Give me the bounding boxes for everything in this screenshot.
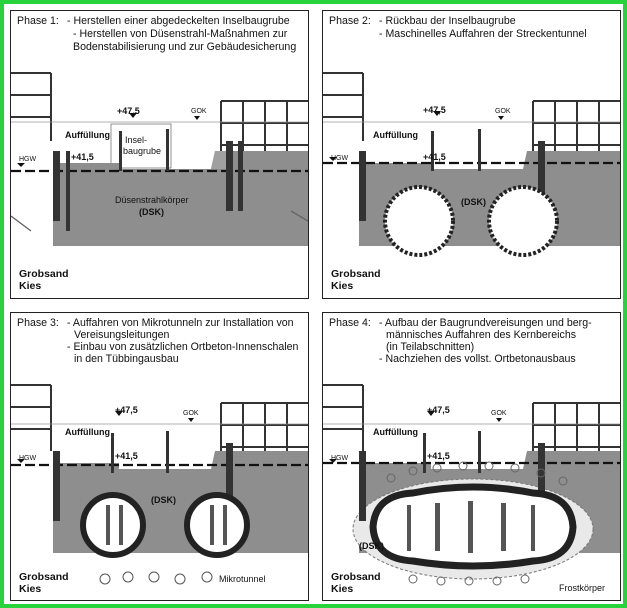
phase-text-line: Bodenstabilisierung und zur Gebäudesiche… (73, 41, 297, 53)
phase-text-line: - Herstellen einer abgedeckelten Inselba… (67, 15, 290, 27)
dsk-label: (DSK) (139, 207, 164, 217)
level-top-label: +47,5 (427, 405, 450, 415)
dsk-label: Düsenstrahlkörper (115, 195, 189, 205)
phase-text-line: - Auffahren von Mikrotunneln zur Install… (67, 317, 294, 329)
dsk-label: (DSK) (461, 197, 486, 207)
level-mid-label: +41,5 (115, 451, 138, 461)
phase-text-line: Vereisungsleitungen (74, 329, 170, 341)
phase-1-drawing (11, 72, 308, 246)
hgw-label: HGW (331, 455, 349, 462)
dsk-label: (DSK) (359, 541, 384, 551)
gok-label: GOK (183, 410, 199, 417)
phase-text-line: - Herstellen von Düsenstrahl-Maßnahmen z… (73, 28, 288, 40)
hgw-label: HGW (19, 156, 37, 163)
gok-label: GOK (495, 108, 511, 115)
fill-label: Auffüllung (65, 130, 110, 140)
phase-3-drawing (11, 384, 308, 585)
frost-body-label: Frostkörper (559, 583, 606, 593)
dsk-label: (DSK) (151, 495, 176, 505)
fill-label: Auffüllung (373, 427, 418, 437)
phase-text-line: - Einbau von zusätzlichen Ortbeton-Innen… (67, 341, 299, 353)
phase-label: Phase 3: (17, 317, 59, 329)
level-top-label: +47,5 (117, 106, 140, 116)
microtunnel-label: Mikrotunnel (219, 574, 266, 584)
fill-label: Auffüllung (373, 130, 418, 140)
phase-4-drawing (323, 384, 620, 586)
phase-text-line: - Nachziehen des vollst. Ortbetonausbaus (379, 353, 576, 365)
fill-label: Auffüllung (65, 427, 110, 437)
phase-label: Phase 1: (17, 15, 59, 27)
pit-label: baugrube (123, 146, 162, 156)
level-top-label: +47,5 (115, 405, 138, 415)
gok-label: GOK (491, 410, 507, 417)
phase-text-line: (in Teilabschnitten) (386, 341, 475, 353)
level-mid-label: +41,5 (427, 451, 450, 461)
level-top-label: +47,5 (423, 105, 446, 115)
hgw-label: HGW (19, 455, 37, 462)
panel-phase-3: Phase 3: - Auffahren von Mikrotunneln zu… (10, 312, 309, 601)
phase-text-line: - Aufbau der Baugrundvereisungen und ber… (379, 317, 592, 329)
level-mid-label: +41,5 (71, 152, 94, 162)
phase-text-line: - Rückbau der Inselbaugrube (379, 15, 516, 27)
panel-phase-4: Phase 4: - Aufbau der Baugrundvereisunge… (322, 312, 621, 601)
phase-2-drawing (323, 72, 620, 257)
phase-text-line: in den Tübbingausbau (74, 353, 179, 365)
level-mid-label: +41,5 (423, 152, 446, 162)
phase-label: Phase 4: (329, 317, 371, 329)
phase-label: Phase 2: (329, 15, 371, 27)
phase-text-line: - Maschinelles Auffahren der Streckentun… (379, 28, 587, 40)
gok-label: GOK (191, 108, 207, 115)
pit-label: Insel- (125, 135, 148, 145)
panel-phase-1: Phase 1: - Herstellen einer abgedeckelte… (10, 10, 309, 299)
panel-phase-2: Phase 2: - Rückbau der Inselbaugrube - M… (322, 10, 621, 299)
phase-text-line: männisches Auffahren des Kernbereichs (386, 329, 577, 341)
hgw-label: HGW (331, 155, 349, 162)
